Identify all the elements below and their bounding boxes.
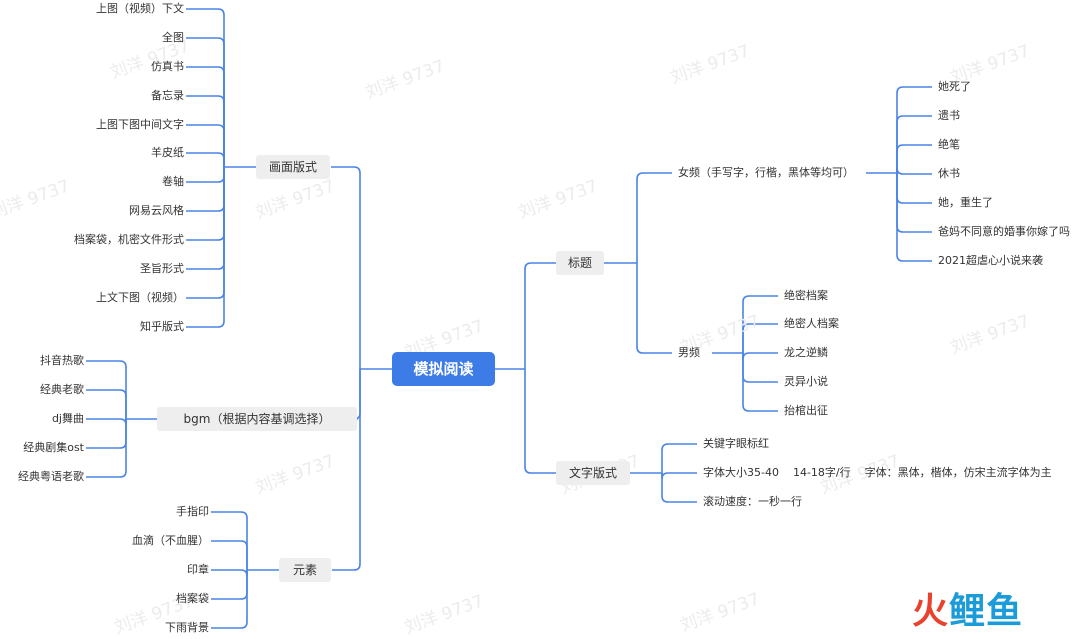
bgm-leaf-link: [86, 419, 127, 478]
link-elements: [332, 369, 361, 571]
female-title-leaf[interactable]: 休书: [938, 167, 960, 180]
layout-leaf[interactable]: 网易云风格: [129, 204, 184, 217]
text-layout-leaf-link: [661, 472, 697, 480]
layout-leaf[interactable]: 仿真书: [151, 60, 184, 73]
layout-leaf[interactable]: 羊皮纸: [151, 146, 184, 159]
female-title-leaf[interactable]: 她死了: [938, 80, 971, 93]
layout-leaf[interactable]: 上文下图（视频）: [96, 291, 184, 304]
female-leaf-link: [896, 115, 932, 173]
layout-leaf-link: [186, 37, 225, 167]
layout-leaf[interactable]: 备忘录: [151, 89, 184, 102]
female-leaf-link: [896, 173, 932, 262]
female-leaf-link: [896, 167, 932, 175]
element-leaf[interactable]: 血滴（不血腥）: [132, 534, 209, 547]
layout-leaf-link: [186, 124, 225, 167]
bgm-leaf-link: [86, 419, 127, 449]
branch-elements[interactable]: 元素: [279, 558, 331, 582]
link-title: [524, 262, 556, 369]
branch-text-layout[interactable]: 文字版式: [556, 461, 630, 485]
layout-leaf-link: [186, 95, 225, 167]
layout-leaf[interactable]: 上图（视频）下文: [96, 2, 184, 15]
element-leaf[interactable]: 档案袋: [176, 592, 209, 605]
layout-leaf-link: [186, 8, 225, 167]
female-title-leaf[interactable]: 爸妈不同意的婚事你嫁了吗: [938, 225, 1070, 238]
layout-leaf-link: [186, 167, 225, 328]
layout-leaf-link: [186, 152, 225, 167]
brand-logo: 火鲤鱼: [912, 590, 1072, 634]
element-leaf[interactable]: 下雨背景: [165, 621, 209, 634]
layout-leaf-link: [186, 167, 225, 183]
bgm-leaf[interactable]: 经典粤语老歌: [18, 470, 84, 483]
branch-bgm[interactable]: bgm（根据内容基调选择）: [157, 407, 357, 431]
element-leaf-link: [211, 511, 248, 570]
bgm-leaf[interactable]: 经典老歌: [40, 383, 84, 396]
female-leaf-link: [896, 144, 932, 173]
element-leaf-link: [211, 570, 248, 629]
element-leaf[interactable]: 手指印: [176, 505, 209, 518]
element-leaf-link: [211, 540, 248, 570]
bgm-leaf-link: [86, 360, 127, 419]
logo-part-fire: 火: [912, 591, 950, 632]
male-title-leaf[interactable]: 灵异小说: [784, 375, 828, 388]
element-leaf-link: [211, 569, 248, 577]
group-female[interactable]: 女频（手写字，行楷，黑体等均可）: [678, 166, 854, 179]
root-node[interactable]: 模拟阅读: [392, 352, 495, 386]
female-leaf-link: [896, 173, 932, 204]
logo-part-carp: 鲤鱼: [949, 591, 1024, 632]
layout-leaf-link: [186, 167, 225, 299]
male-title-leaf[interactable]: 绝密档案: [784, 289, 828, 302]
branch-layout[interactable]: 画面版式: [256, 155, 330, 179]
text-layout-leaf-link: [661, 443, 697, 473]
female-title-leaf[interactable]: 遗书: [938, 109, 960, 122]
layout-leaf-link: [186, 167, 225, 241]
female-title-leaf[interactable]: 2021超虐心小说来袭: [938, 254, 1043, 267]
male-leaf-link: [742, 352, 778, 360]
layout-leaf-link: [186, 167, 225, 212]
text-layout-leaf[interactable]: 关键字眼标红: [703, 437, 769, 450]
group-male[interactable]: 男频: [678, 346, 700, 359]
male-leaf-link: [742, 295, 778, 353]
female-title-leaf[interactable]: 她，重生了: [938, 196, 993, 209]
male-title-leaf[interactable]: 龙之逆鳞: [784, 346, 828, 359]
female-leaf-link: [896, 86, 932, 173]
text-layout-leaf[interactable]: 字体大小35-40 14-18字/行 字体：黑体，楷体，仿宋主流字体为主: [703, 466, 1052, 479]
element-leaf[interactable]: 印章: [187, 563, 209, 576]
link-text-layout: [524, 369, 556, 474]
bgm-leaf[interactable]: 抖音热歌: [40, 354, 84, 367]
bgm-leaf-link: [86, 418, 127, 426]
female-title-leaf[interactable]: 绝笔: [938, 138, 960, 151]
bgm-leaf[interactable]: 经典剧集ost: [23, 441, 84, 454]
text-layout-leaf-link: [661, 473, 697, 503]
layout-leaf[interactable]: 圣旨形式: [140, 262, 184, 275]
male-title-leaf[interactable]: 抬棺出征: [784, 404, 828, 417]
branch-title[interactable]: 标题: [556, 251, 604, 275]
male-leaf-link: [742, 323, 778, 353]
link-female: [636, 172, 672, 263]
element-leaf-link: [211, 570, 248, 600]
layout-leaf[interactable]: 知乎版式: [140, 320, 184, 333]
link-layout: [331, 166, 361, 369]
text-layout-leaf[interactable]: 滚动速度：一秒一行: [703, 495, 802, 508]
layout-leaf-link: [186, 66, 225, 167]
male-title-leaf[interactable]: 绝密人档案: [784, 317, 839, 330]
layout-leaf[interactable]: 全图: [162, 31, 184, 44]
male-leaf-link: [742, 353, 778, 412]
layout-leaf[interactable]: 卷轴: [162, 175, 184, 188]
link-male: [636, 263, 672, 354]
layout-leaf[interactable]: 档案袋，机密文件形式: [74, 233, 184, 246]
bgm-leaf-link: [86, 389, 127, 419]
bgm-leaf[interactable]: dj舞曲: [51, 412, 84, 425]
layout-leaf[interactable]: 上图下图中间文字: [96, 118, 184, 131]
male-leaf-link: [742, 353, 778, 383]
